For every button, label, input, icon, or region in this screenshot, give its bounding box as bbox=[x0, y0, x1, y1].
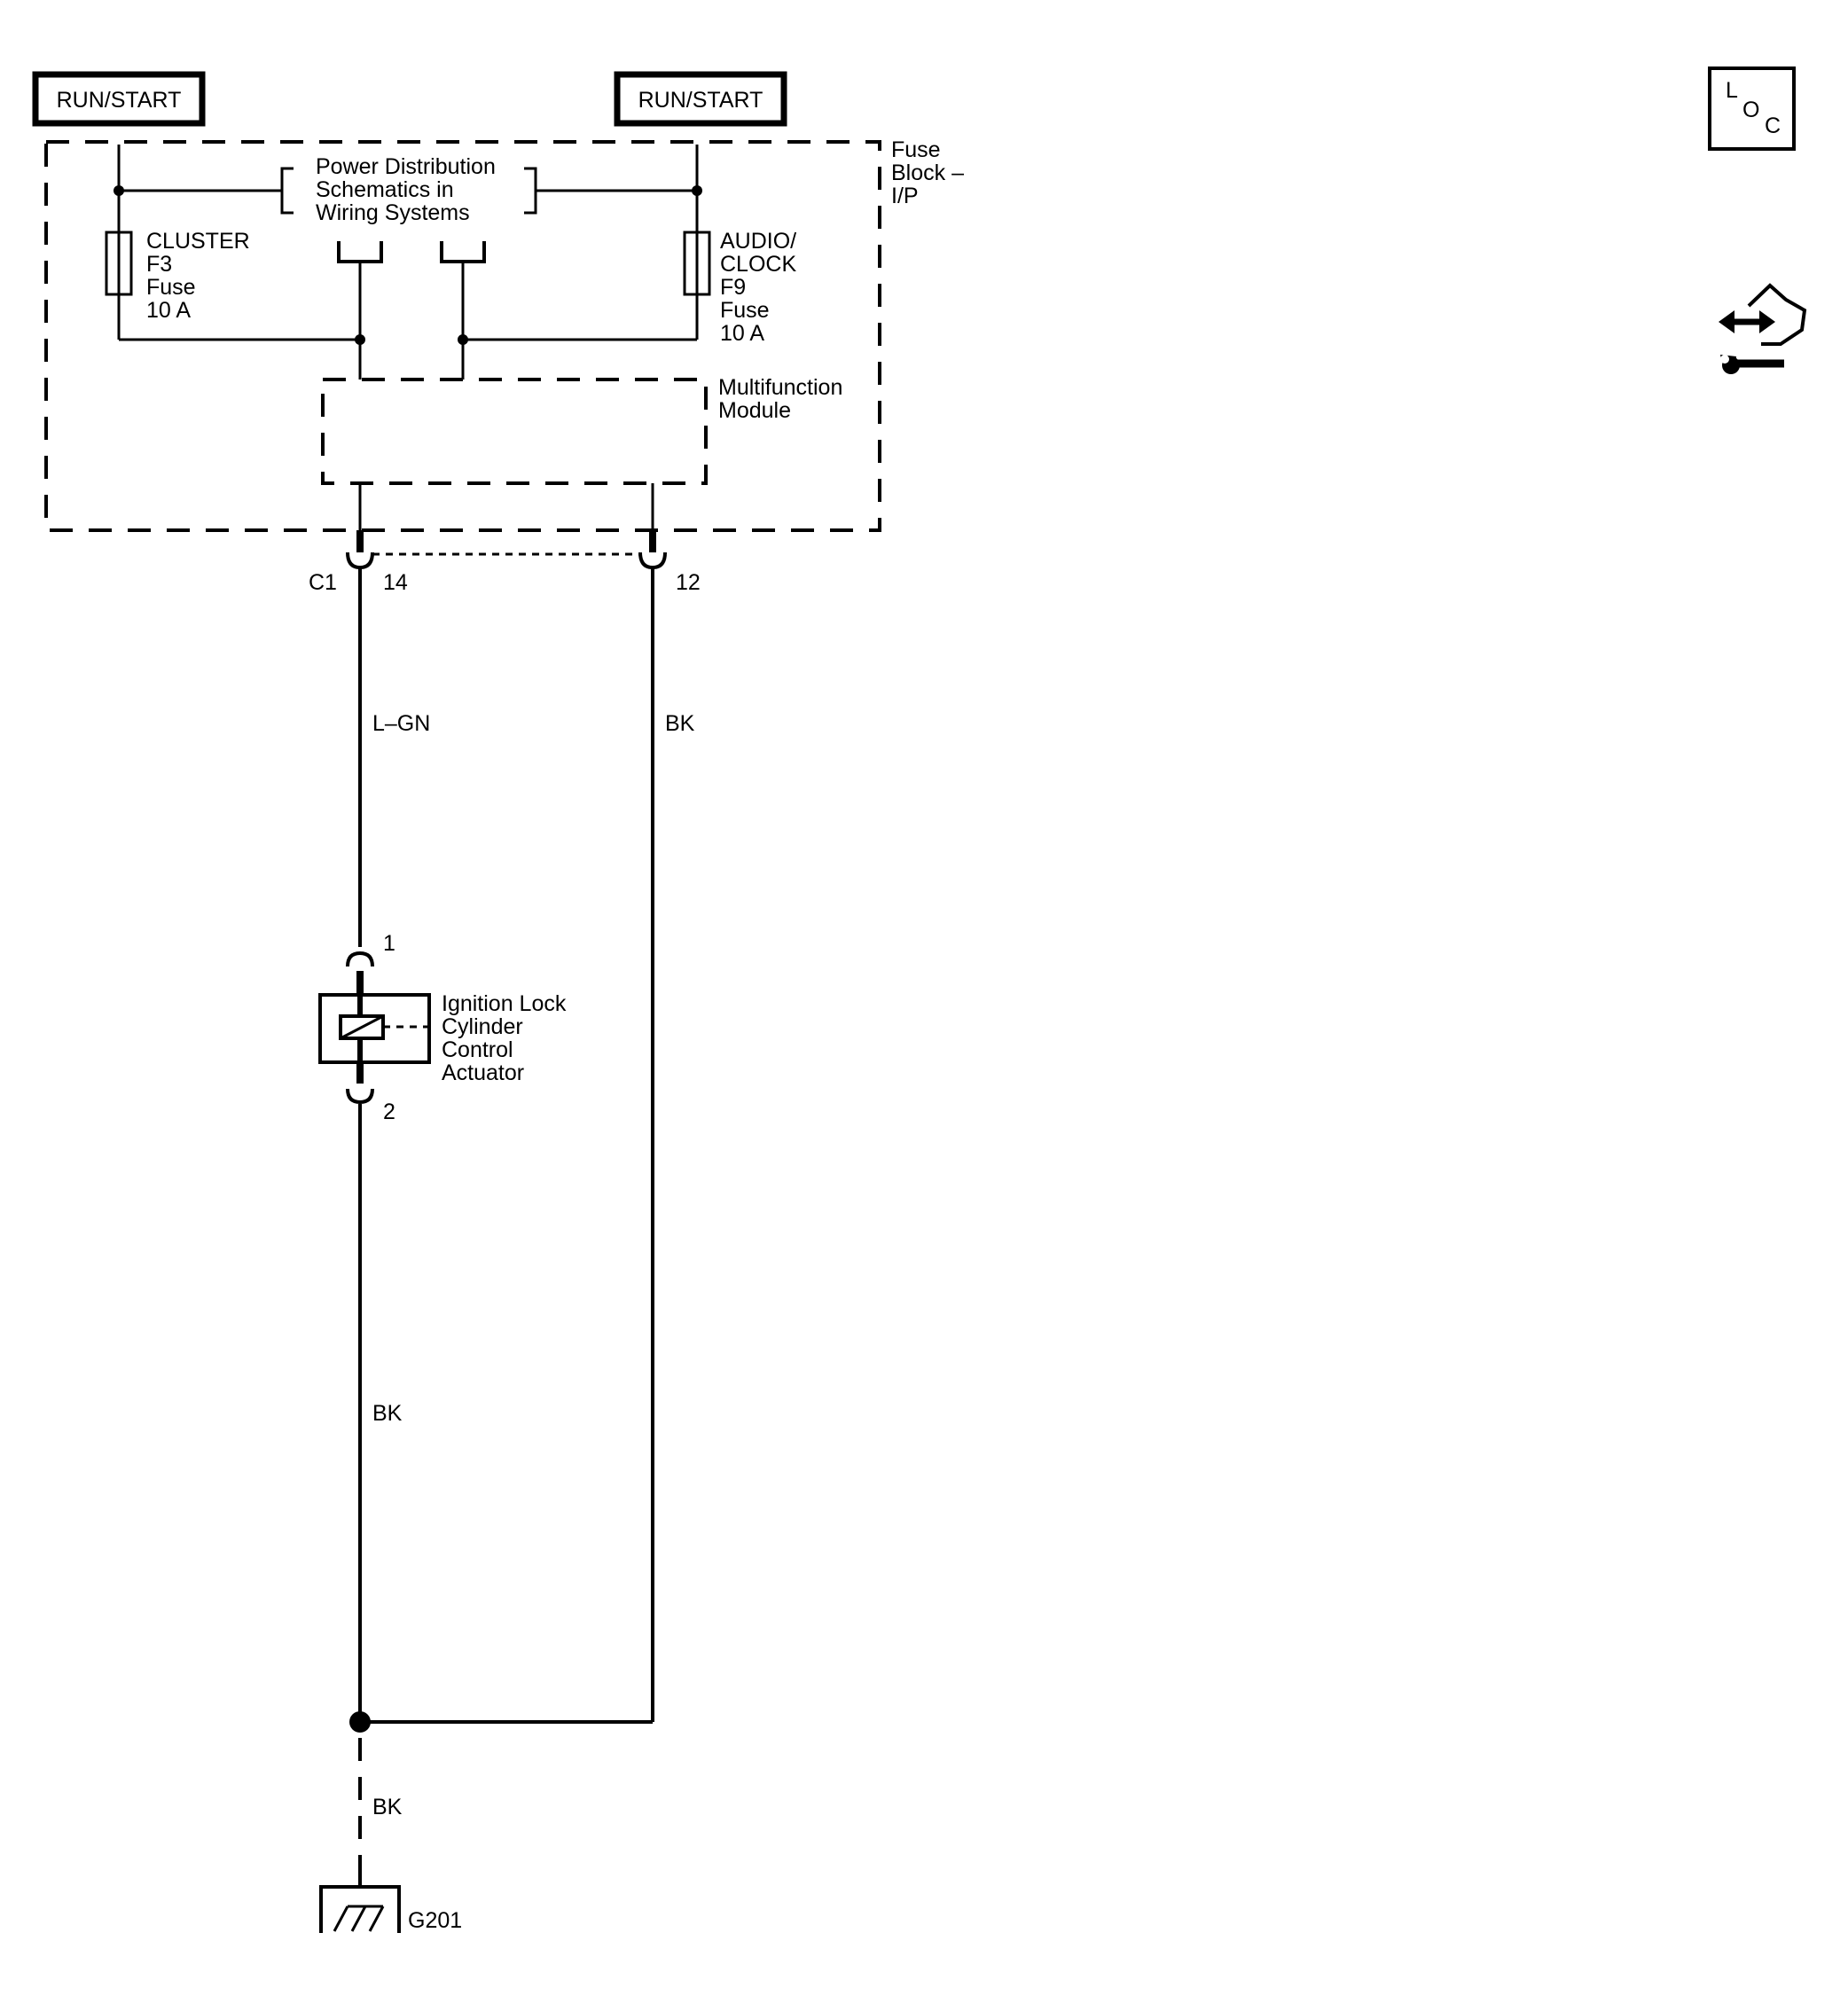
fuse-audio-line1: AUDIO/ bbox=[720, 229, 796, 254]
distribution-connector-brackets bbox=[337, 241, 486, 380]
power-source-right: RUN/START bbox=[614, 71, 787, 127]
svg-text:Multifunction Module: Multifunction Module bbox=[718, 375, 849, 423]
actuator-label-line3: Control bbox=[442, 1037, 513, 1062]
actuator-pin2: 2 bbox=[383, 1099, 395, 1124]
power-distribution-line3: Wiring Systems bbox=[316, 200, 470, 225]
power-source-right-label: RUN/START bbox=[638, 88, 763, 113]
ignition-lock-actuator: 1 2 Ignition Lock Cylinder Control Actua… bbox=[318, 931, 572, 1124]
fuse-cluster-line4: 10 A bbox=[146, 298, 191, 323]
fuse-block-label-line3: I/P bbox=[891, 184, 919, 208]
ground-label: G201 bbox=[408, 1908, 462, 1933]
fuse-block-label-line2: Block – bbox=[891, 160, 964, 185]
ground-g201: G201 bbox=[319, 1738, 462, 1933]
actuator-pin1: 1 bbox=[383, 931, 395, 956]
wire-color-actuator-ground: BK bbox=[372, 1401, 403, 1426]
multifunction-module-line1: Multifunction bbox=[718, 375, 842, 400]
svg-text:Power Distribution Schem: Power Distribution Schematics in Wiring … bbox=[316, 154, 502, 225]
circuit-wires bbox=[349, 567, 654, 1733]
connector-c1: C1 14 12 bbox=[309, 552, 701, 595]
wire-color-pin14: L–GN bbox=[372, 711, 430, 736]
fuse-block-label-line1: Fuse bbox=[891, 137, 941, 162]
power-distribution-line2: Schematics in bbox=[316, 177, 454, 202]
svg-text:CLUSTER F3 Fuse: CLUSTER F3 Fuse 10 A bbox=[146, 229, 256, 323]
power-source-left: RUN/START bbox=[32, 71, 206, 127]
fuse-cluster-f3: CLUSTER F3 Fuse 10 A bbox=[105, 229, 365, 345]
fuse-audio-clock-f9: AUDIO/ CLOCK F9 Fuse 10 A bbox=[458, 229, 803, 346]
svg-text:AUDIO/ CLOCK F9: AUDIO/ CLOCK F9 Fuse 10 A bbox=[720, 229, 803, 346]
connector-c1-label: C1 bbox=[309, 570, 337, 595]
svg-text:Ignition Lock Cylinder: Ignition Lock Cylinder Control Actuator bbox=[442, 991, 572, 1085]
power-source-left-label: RUN/START bbox=[57, 88, 182, 113]
fuse-audio-line4: Fuse bbox=[720, 298, 770, 323]
fuse-cluster-line3: Fuse bbox=[146, 275, 196, 300]
actuator-label-line2: Cylinder bbox=[442, 1014, 523, 1039]
fuse-cluster-line1: CLUSTER bbox=[146, 229, 250, 254]
fuse-audio-line2: CLOCK bbox=[720, 252, 796, 277]
fuse-audio-line3: F9 bbox=[720, 275, 746, 300]
service-arrows-wrench-icon[interactable] bbox=[1719, 283, 1807, 374]
fuse-block-label: Fuse Block – I/P bbox=[891, 137, 970, 208]
loc-icon[interactable]: L O C bbox=[1708, 67, 1796, 151]
connector-c1-pin14: 14 bbox=[383, 570, 408, 595]
module-output-leads bbox=[356, 483, 656, 552]
feed-wires bbox=[114, 145, 702, 232]
multifunction-module-line2: Module bbox=[718, 398, 791, 423]
fuse-cluster-line2: F3 bbox=[146, 252, 172, 277]
connector-c1-pin12: 12 bbox=[676, 570, 701, 595]
loc-icon-letter-c: C bbox=[1765, 113, 1781, 138]
power-distribution-reference: Power Distribution Schematics in Wiring … bbox=[280, 154, 537, 225]
wire-color-ground: BK bbox=[372, 1795, 403, 1819]
fuse-audio-line5: 10 A bbox=[720, 321, 764, 346]
actuator-label-line4: Actuator bbox=[442, 1060, 524, 1085]
power-distribution-line1: Power Distribution bbox=[316, 154, 496, 179]
actuator-label-line1: Ignition Lock bbox=[442, 991, 567, 1016]
loc-icon-letter-l: L bbox=[1726, 78, 1738, 103]
wire-color-pin12: BK bbox=[665, 711, 695, 736]
loc-icon-letter-o: O bbox=[1742, 98, 1759, 122]
multifunction-module: Multifunction Module bbox=[321, 375, 849, 485]
fuse-block-boundary bbox=[44, 140, 881, 532]
